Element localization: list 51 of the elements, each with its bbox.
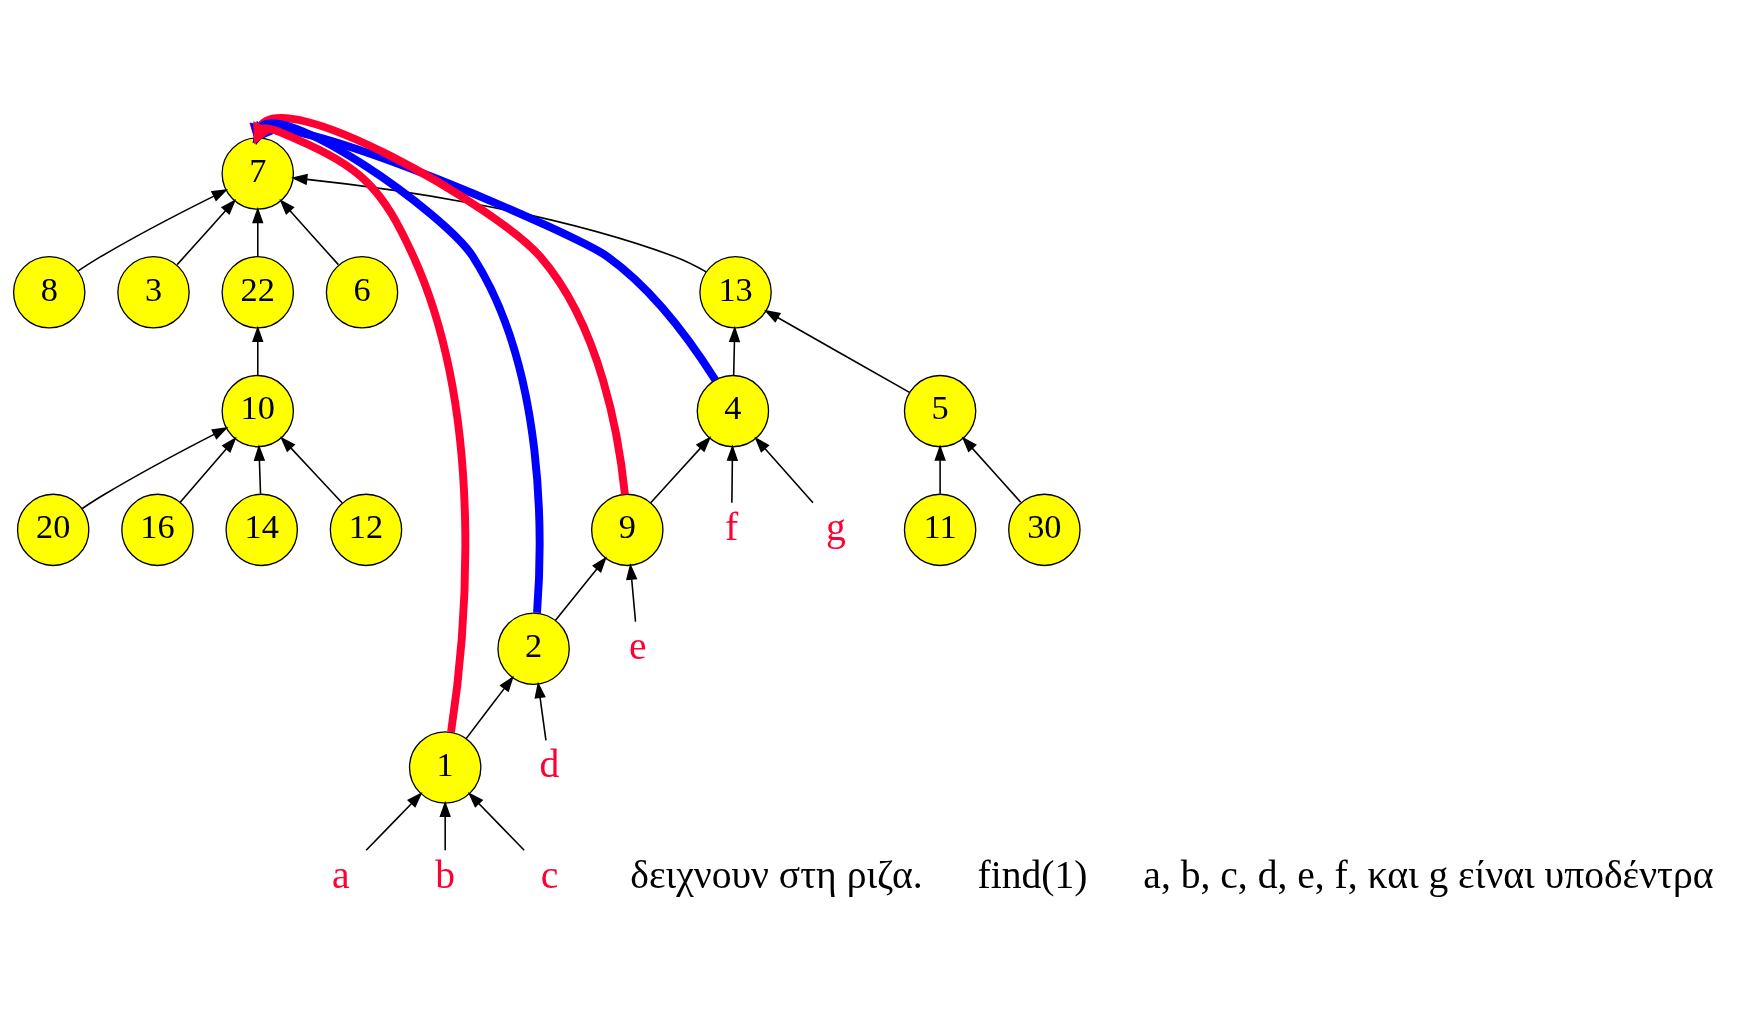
node-circle: 6: [325, 255, 399, 329]
arrow: [279, 198, 340, 265]
arrow: [626, 562, 638, 622]
node-circle: 4: [696, 374, 770, 447]
arrow: [728, 325, 741, 376]
arrow: [253, 443, 266, 495]
node-circle: 8: [12, 255, 86, 329]
node-text: e: [629, 623, 647, 668]
node-circle: 7: [221, 136, 295, 210]
node-circle: 20: [16, 493, 90, 566]
arrow: [77, 188, 229, 272]
node-text: f: [724, 504, 739, 549]
arrow: [934, 443, 946, 495]
arrow: [252, 206, 264, 257]
arrow: [534, 681, 547, 741]
node-text: c: [540, 852, 559, 897]
arrow: [176, 198, 237, 265]
label: a, b, c, d, e, f, και g είναι υποδέντρα: [1143, 852, 1714, 897]
node-circle: 13: [699, 255, 772, 329]
arrow: [763, 309, 911, 393]
node-circle: 3: [117, 255, 190, 329]
node-text: d: [539, 741, 560, 786]
arrow: [961, 436, 1022, 503]
node-circle: 22: [221, 255, 295, 329]
node-circle: 10: [221, 374, 295, 447]
arrow: [439, 800, 451, 851]
arrow: [754, 436, 814, 504]
node-circle: 11: [903, 493, 977, 566]
arrow: [649, 435, 712, 504]
arrow: [465, 675, 514, 739]
arrow: [467, 791, 525, 851]
node-circle: 30: [1008, 493, 1081, 566]
node-circle: 12: [329, 493, 403, 566]
arrow: [280, 435, 343, 504]
node-text: a: [332, 852, 350, 897]
node-text: b: [435, 852, 456, 897]
arrow: [81, 426, 229, 509]
node-text: g: [825, 504, 846, 549]
arrow: [554, 556, 607, 621]
arrow: [726, 444, 739, 504]
node-circle: 9: [591, 493, 664, 566]
node-circle: 16: [121, 493, 194, 566]
node-circle: 1: [408, 730, 482, 804]
arrow: [252, 325, 264, 376]
node-circle: 5: [903, 374, 977, 447]
arrow: [365, 791, 423, 851]
node-circle: 2: [497, 611, 570, 685]
label: find(1): [977, 852, 1088, 897]
node-circle: 14: [225, 493, 299, 566]
arrow: [179, 436, 237, 503]
label: δειχνουν στη ριζα.: [630, 852, 923, 897]
